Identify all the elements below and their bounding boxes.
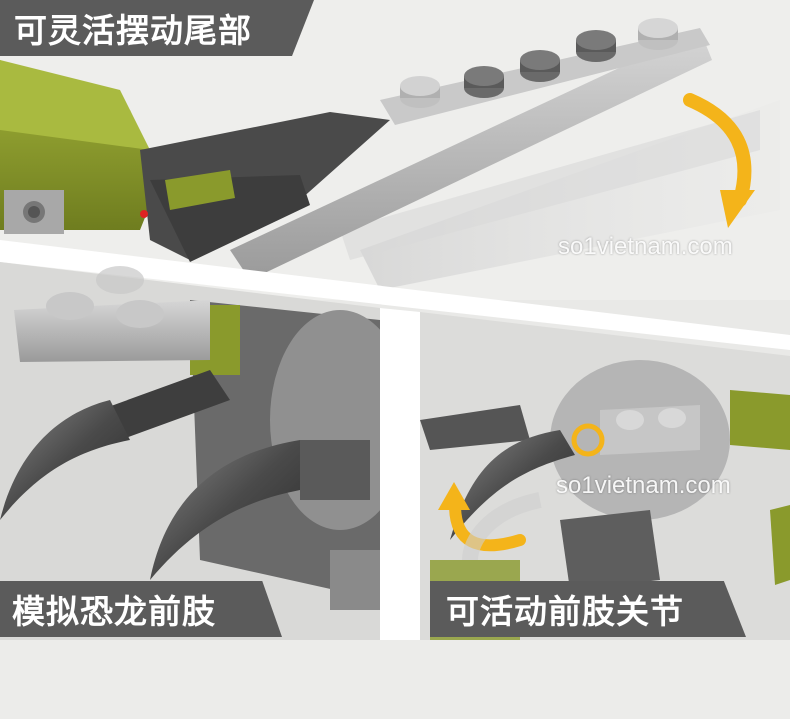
bottom-left-panel [0,262,410,640]
caption-top: 可灵活摆动尾部 [0,0,314,56]
watermark: so1vietnam.com [558,233,733,260]
watermark: so1vietnam.com [556,472,731,499]
panel-divider-vertical [380,308,420,719]
tail-studs [400,18,678,108]
panel-divider [0,240,790,350]
top-panel [0,0,790,300]
rotation-arrow-icon [571,423,605,457]
caption-bottom-right: 可活动前肢关节 [430,581,746,637]
rotation-arrow-icon [683,93,755,228]
caption-bottom-left: 模拟恐龙前肢 [0,581,282,637]
bottom-strip [0,640,790,719]
